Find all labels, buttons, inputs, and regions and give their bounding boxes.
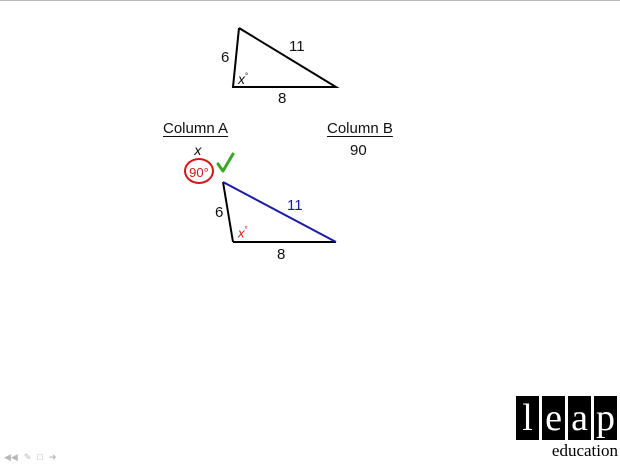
- logo-letter-l: l: [516, 396, 539, 440]
- checkmark-icon: [216, 152, 235, 173]
- logo-letter-p: p: [594, 396, 617, 440]
- bottom-triangle-left-side: [222, 181, 234, 243]
- top-triangle-side-6: 6: [221, 49, 230, 66]
- bottom-triangle-hypotenuse: [222, 181, 337, 243]
- logo-letter-a: a: [568, 396, 591, 440]
- pen-icon[interactable]: ✎: [23, 452, 32, 462]
- bottom-triangle-angle-label: x°: [238, 225, 248, 241]
- column-a-value: x: [194, 144, 202, 159]
- leap-education-logo: l e a p education: [516, 396, 618, 460]
- top-triangle: [231, 27, 340, 88]
- bottom-triangle-side-8: 8: [277, 246, 286, 263]
- bottom-triangle-side-6: 6: [215, 204, 224, 221]
- logo-subtitle: education: [551, 441, 618, 460]
- screen-icon[interactable]: □: [37, 452, 43, 462]
- rewind-icon[interactable]: ◀◀: [4, 452, 18, 462]
- column-a-answer: 90°: [189, 165, 209, 180]
- forward-icon[interactable]: ➜: [48, 452, 57, 462]
- column-a-header: Column A: [163, 120, 229, 137]
- column-b-value: 90: [350, 142, 367, 159]
- top-triangle-side-11: 11: [289, 38, 305, 55]
- logo-letter-e: e: [542, 396, 565, 440]
- column-b-header: Column B: [327, 120, 393, 137]
- top-triangle-side-8: 8: [278, 90, 287, 107]
- top-divider: [0, 0, 620, 1]
- column-a-answer-circle: 90°: [184, 158, 214, 184]
- player-controls: ◀◀ ✎ □ ➜: [4, 452, 56, 463]
- top-triangle-angle-label: x°: [238, 71, 249, 87]
- logo-letters: l e a p: [516, 396, 618, 440]
- bottom-triangle-side-11: 11: [287, 197, 303, 214]
